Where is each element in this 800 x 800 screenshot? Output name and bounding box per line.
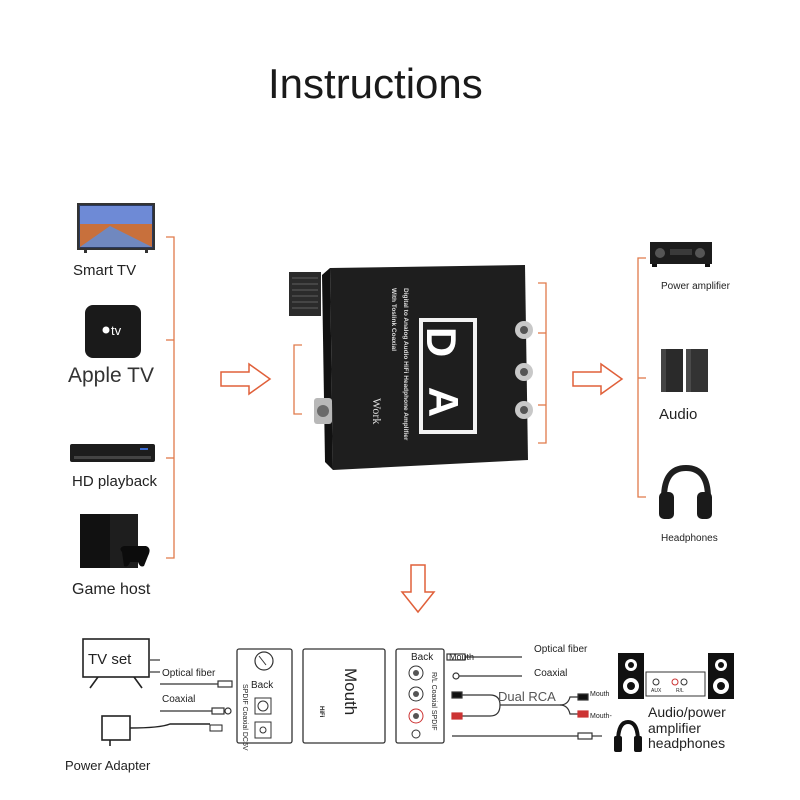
destination-label-line2: amplifier <box>648 720 701 736</box>
mouth-minus-label: Mouth- <box>590 713 612 720</box>
apple-tv-icon <box>85 305 141 358</box>
device-logo-d: D <box>418 326 466 358</box>
arrow-right-left <box>220 362 272 396</box>
back-panel-left <box>236 648 293 744</box>
destination-headphones-icon <box>614 719 642 752</box>
destination-label-line1: Audio/power <box>648 704 726 720</box>
page-title: Instructions <box>268 60 483 107</box>
device-text-line2: With Toslink Coaxial <box>390 288 397 352</box>
right-panel-vertical-label: R/L Coaxial SPDIF <box>430 672 437 731</box>
device-text-line1: Digital to Analog Audio HiFi Headphone A… <box>402 288 409 441</box>
front-panel-label: Mouth <box>341 668 360 716</box>
dual-rca-label: Dual RCA <box>498 689 556 704</box>
source-label-hd-playback: HD playback <box>72 473 158 490</box>
output-label-power-amplifier: Power amplifier <box>661 281 730 292</box>
destination-label-line3: headphones <box>648 735 726 751</box>
mouth-plus-label: Mouth <box>590 691 610 698</box>
power-amplifier-icon <box>650 242 712 267</box>
rl-label: R/L <box>676 688 684 694</box>
tv-set-label: TV set <box>88 651 132 668</box>
source-bracket <box>166 236 175 559</box>
arrow-right-right <box>572 362 624 396</box>
power-adapter-label: Power Adapter <box>65 758 151 773</box>
aux-label: AUX <box>651 688 662 694</box>
arrow-down <box>400 564 436 614</box>
front-panel <box>302 648 386 744</box>
back-label-right: Back <box>411 652 434 663</box>
left-panel-vertical-label: SPDIF Coaxial DC5V <box>241 684 248 751</box>
hd-player-icon <box>70 444 155 462</box>
power-adapter-icon <box>101 715 223 746</box>
output-label-audio: Audio <box>659 406 698 423</box>
source-label-game-host: Game host <box>72 581 151 598</box>
destination-speakers <box>618 653 734 699</box>
mouth-label: Mouth <box>449 652 475 662</box>
source-label-smart-tv: Smart TV <box>73 262 137 279</box>
headphones-icon <box>659 464 712 519</box>
device-status-label: Work <box>370 398 384 425</box>
front-panel-small-label: HiFi <box>318 706 324 718</box>
output-label-headphones: Headphones <box>661 533 718 544</box>
tv-cables <box>150 659 233 715</box>
right-cables <box>446 653 602 740</box>
back-panel-right <box>395 648 445 744</box>
dac-device <box>289 265 528 470</box>
dac-rca-jacks <box>515 321 533 419</box>
optical-fiber-label-right: Optical fiber <box>534 644 588 655</box>
speakers-icon <box>661 349 708 392</box>
device-right-bracket <box>538 282 547 444</box>
coaxial-label: Coaxial <box>162 694 196 705</box>
output-bracket <box>637 257 646 498</box>
smart-tv-icon <box>77 203 155 253</box>
back-label-left: Back <box>251 680 274 691</box>
device-logo-a: A <box>420 386 468 418</box>
optical-fiber-label: Optical fiber <box>162 668 216 679</box>
source-label-apple-tv: Apple TV <box>68 364 154 387</box>
coaxial-label-right: Coaxial <box>534 668 568 679</box>
apple-tv-badge: tv <box>111 323 122 338</box>
device-left-bracket <box>293 344 302 415</box>
game-console-icon <box>80 514 150 568</box>
tv-set-icon <box>82 638 150 689</box>
